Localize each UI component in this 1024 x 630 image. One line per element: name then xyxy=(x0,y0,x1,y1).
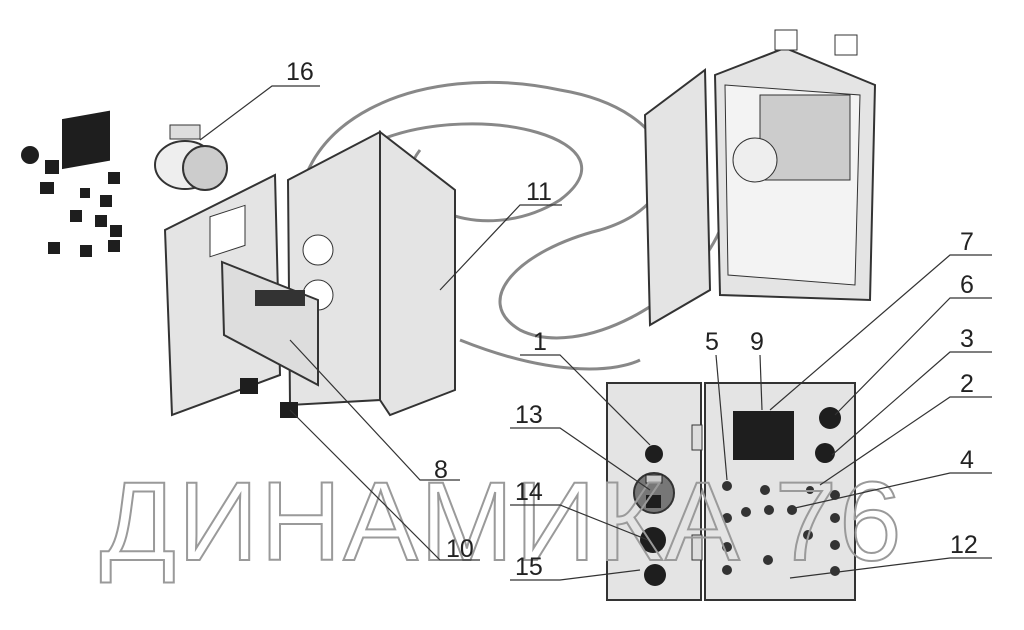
callout-9: 9 xyxy=(750,328,764,356)
watermark: ДИНАМИКА 76 xyxy=(100,459,903,584)
callout-2: 2 xyxy=(960,370,974,398)
callout-8: 8 xyxy=(434,456,448,484)
callout-13: 13 xyxy=(515,401,543,429)
cabinet-open-right xyxy=(643,29,877,327)
callout-14: 14 xyxy=(515,478,543,506)
callout-11: 11 xyxy=(526,178,552,206)
leader-lines xyxy=(199,85,992,581)
callout-6: 6 xyxy=(960,271,974,299)
callout-7: 7 xyxy=(960,228,974,256)
callout-16: 16 xyxy=(286,58,314,86)
cabinet-front-view xyxy=(606,382,856,601)
callout-1: 1 xyxy=(533,328,547,356)
callout-10: 10 xyxy=(446,535,474,563)
callout-3: 3 xyxy=(960,325,974,353)
callout-labels: 16 11 7 6 3 2 4 12 1 5 9 13 14 15 8 10 xyxy=(286,58,978,581)
callout-15: 15 xyxy=(515,553,543,581)
callout-4: 4 xyxy=(960,446,974,474)
callout-5: 5 xyxy=(705,328,719,356)
callout-12: 12 xyxy=(950,531,978,559)
loose-components xyxy=(21,110,228,257)
cabinet-open-left xyxy=(163,129,456,418)
